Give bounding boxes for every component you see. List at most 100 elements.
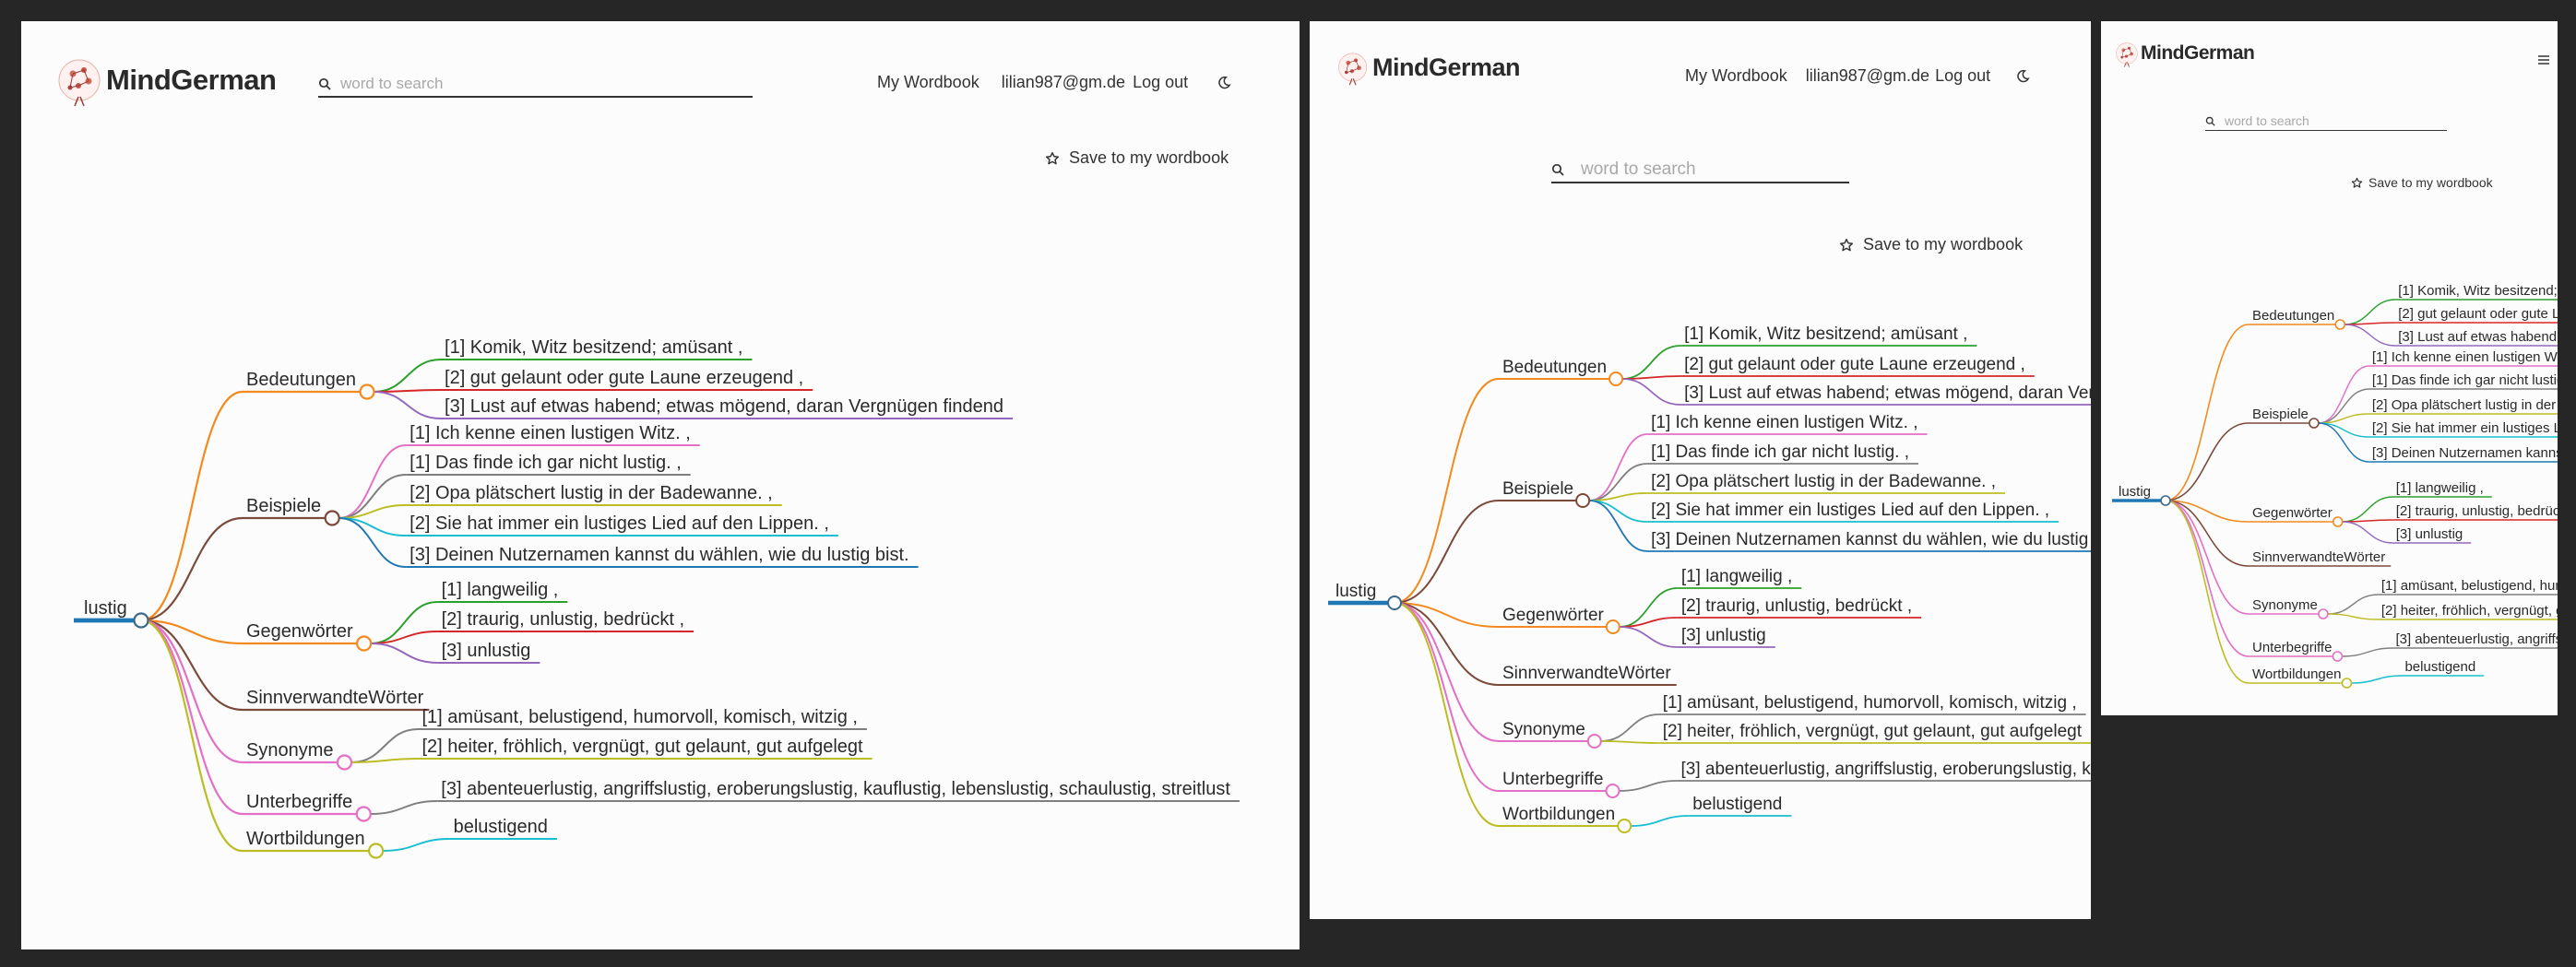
leaf-label[interactable]: [2] traurig, unlustig, bedrückt ,: [2396, 503, 2558, 519]
leaf-label[interactable]: [3] Lust auf etwas habend; etwas mögend,…: [2398, 329, 2558, 345]
branch-label[interactable]: Gegenwörter: [1502, 606, 1605, 625]
search-bar[interactable]: [318, 72, 753, 98]
hamburger-menu-icon[interactable]: [2538, 55, 2549, 65]
branch-toggle-node[interactable]: [1605, 784, 1620, 798]
branch-toggle-node[interactable]: [1609, 371, 1624, 386]
leaf-label[interactable]: [1] langweilig ,: [442, 580, 559, 600]
leaf-label[interactable]: belustigend: [454, 817, 548, 837]
branch-label[interactable]: Bedeutungen: [1502, 358, 1607, 377]
branch-label[interactable]: Unterbegriffe: [246, 792, 352, 812]
root-node-label[interactable]: lustig: [2119, 484, 2151, 500]
save-to-wordbook-button[interactable]: Save to my wordbook: [1045, 148, 1229, 168]
branch-toggle-node[interactable]: [336, 754, 353, 771]
leaf-label[interactable]: [2] Sie hat immer ein lustiges Lied auf …: [1651, 501, 2049, 520]
leaf-label[interactable]: [1] amüsant, belustigend, humorvoll, kom…: [422, 707, 858, 727]
leaf-label[interactable]: [3] Deinen Nutzernamen kannst du wählen,…: [2372, 445, 2558, 461]
leaf-label[interactable]: [3] unlustig: [442, 641, 531, 661]
branch-label[interactable]: Bedeutungen: [2252, 308, 2334, 324]
save-to-wordbook-button[interactable]: Save to my wordbook: [2351, 175, 2493, 190]
leaf-label[interactable]: [1] Das finde ich gar nicht lustig. ,: [410, 453, 682, 473]
branch-label[interactable]: Synonyme: [246, 740, 334, 761]
leaf-label[interactable]: [3] Deinen Nutzernamen kannst du wählen,…: [1651, 530, 2091, 549]
search-bar[interactable]: [2205, 112, 2447, 131]
branch-label[interactable]: Unterbegriffe: [1502, 770, 1604, 789]
branch-label[interactable]: Beispiele: [246, 496, 321, 516]
leaf-label[interactable]: [1] Ich kenne einen lustigen Witz. ,: [410, 423, 691, 443]
leaf-label[interactable]: [3] Lust auf etwas habend; etwas mögend,…: [445, 396, 1003, 417]
leaf-label[interactable]: [2] Opa plätschert lustig in der Badewan…: [1651, 472, 1996, 491]
leaf-label[interactable]: [1] amüsant, belustigend, humorvoll, kom…: [2381, 578, 2558, 594]
branch-label[interactable]: Bedeutungen: [246, 370, 356, 390]
logout-link[interactable]: Log out: [1935, 66, 1991, 85]
branch-toggle-node[interactable]: [1605, 619, 1620, 634]
branch-label[interactable]: Unterbegriffe: [2252, 640, 2332, 655]
search-input[interactable]: [340, 75, 753, 93]
leaf-label[interactable]: [1] Komik, Witz besitzend; amüsant ,: [2398, 283, 2558, 299]
branch-toggle-node[interactable]: [1617, 819, 1632, 833]
branch-label[interactable]: SinnverwandteWörter: [1502, 664, 1671, 683]
save-to-wordbook-button[interactable]: Save to my wordbook: [1839, 235, 2023, 254]
leaf-label[interactable]: [2] Sie hat immer ein lustiges Lied auf …: [2372, 420, 2558, 436]
leaf-label[interactable]: [3] abenteuerlustig, angriffslustig, ero…: [441, 779, 1230, 799]
leaf-label[interactable]: [1] Komik, Witz besitzend; amüsant ,: [445, 337, 742, 358]
branch-toggle-node[interactable]: [368, 843, 385, 859]
leaf-label[interactable]: [2] gut gelaunt oder gute Laune erzeugen…: [1684, 355, 2025, 374]
logo[interactable]: MindGerman: [2116, 38, 2255, 69]
my-wordbook-link[interactable]: My Wordbook: [877, 73, 979, 91]
root-node[interactable]: [1387, 596, 1402, 610]
branch-label[interactable]: Synonyme: [1502, 720, 1585, 739]
dark-mode-moon-icon[interactable]: [2016, 69, 2030, 83]
root-node[interactable]: [133, 612, 149, 629]
user-email-link[interactable]: lilian987@gm.de: [1001, 73, 1126, 91]
search-bar[interactable]: [1551, 158, 1849, 183]
leaf-label[interactable]: [2] traurig, unlustig, bedrückt ,: [442, 609, 684, 630]
branch-label[interactable]: Wortbildungen: [1502, 805, 1615, 824]
branch-toggle-node[interactable]: [356, 635, 373, 652]
branch-label[interactable]: Synonyme: [2252, 597, 2318, 613]
branch-toggle-node[interactable]: [1586, 734, 1602, 749]
leaf-label[interactable]: [1] Ich kenne einen lustigen Witz. ,: [1651, 413, 1917, 432]
branch-toggle-node[interactable]: [2341, 678, 2353, 689]
root-node-label[interactable]: lustig: [1335, 582, 1376, 601]
branch-toggle-node[interactable]: [355, 806, 372, 822]
search-input[interactable]: [2225, 113, 2447, 128]
leaf-label[interactable]: [1] amüsant, belustigend, humorvoll, kom…: [1663, 693, 2077, 713]
logo[interactable]: MindGerman: [58, 51, 277, 110]
leaf-label[interactable]: [2] heiter, fröhlich, vergnügt, gut gela…: [1663, 722, 2083, 741]
leaf-label[interactable]: [1] Komik, Witz besitzend; amüsant ,: [1684, 324, 1967, 344]
leaf-label[interactable]: [2] traurig, unlustig, bedrückt ,: [1681, 596, 1912, 616]
branch-label[interactable]: SinnverwandteWörter: [2252, 549, 2385, 565]
user-email-link[interactable]: lilian987@gm.de: [1805, 66, 1930, 85]
leaf-label[interactable]: [3] abenteuerlustig, angriffslustig, ero…: [2395, 631, 2558, 647]
branch-toggle-node[interactable]: [2332, 651, 2344, 662]
branch-toggle-node[interactable]: [359, 383, 375, 400]
leaf-label[interactable]: [1] Ich kenne einen lustigen Witz. ,: [2372, 349, 2558, 365]
leaf-label[interactable]: [2] heiter, fröhlich, vergnügt, gut gela…: [422, 737, 864, 757]
root-node-label[interactable]: lustig: [84, 598, 127, 619]
leaf-label[interactable]: belustigend: [2404, 659, 2475, 675]
branch-label[interactable]: Beispiele: [2252, 407, 2309, 422]
branch-label[interactable]: Wortbildungen: [2252, 666, 2341, 682]
leaf-label[interactable]: [1] Das finde ich gar nicht lustig. ,: [2372, 372, 2558, 388]
root-node[interactable]: [2160, 495, 2171, 506]
dark-mode-moon-icon[interactable]: [1217, 76, 1231, 89]
logout-link[interactable]: Log out: [1133, 73, 1189, 91]
logo[interactable]: MindGerman: [1337, 47, 1521, 88]
leaf-label[interactable]: [2] gut gelaunt oder gute Laune erzeugen…: [445, 368, 803, 388]
branch-label[interactable]: SinnverwandteWörter: [246, 688, 424, 708]
leaf-label[interactable]: [2] Opa plätschert lustig in der Badewan…: [410, 483, 773, 503]
branch-toggle-node[interactable]: [2332, 516, 2344, 527]
branch-label[interactable]: Beispiele: [1502, 479, 1573, 499]
branch-label[interactable]: Gegenwörter: [2252, 505, 2333, 521]
leaf-label[interactable]: [3] Deinen Nutzernamen kannst du wählen,…: [410, 545, 908, 565]
leaf-label[interactable]: belustigend: [1692, 795, 1782, 814]
leaf-label[interactable]: [3] unlustig: [2396, 526, 2463, 542]
my-wordbook-link[interactable]: My Wordbook: [1685, 66, 1787, 85]
branch-toggle-node[interactable]: [324, 510, 340, 526]
branch-toggle-node[interactable]: [2309, 418, 2320, 429]
branch-label[interactable]: Wortbildungen: [246, 829, 365, 849]
leaf-label[interactable]: [2] gut gelaunt oder gute Laune erzeugen…: [2398, 306, 2558, 322]
leaf-label[interactable]: [1] langweilig ,: [1681, 567, 1792, 586]
leaf-label[interactable]: [3] abenteuerlustig, angriffslustig, ero…: [1681, 760, 2092, 779]
leaf-label[interactable]: [3] unlustig: [1681, 626, 1766, 645]
